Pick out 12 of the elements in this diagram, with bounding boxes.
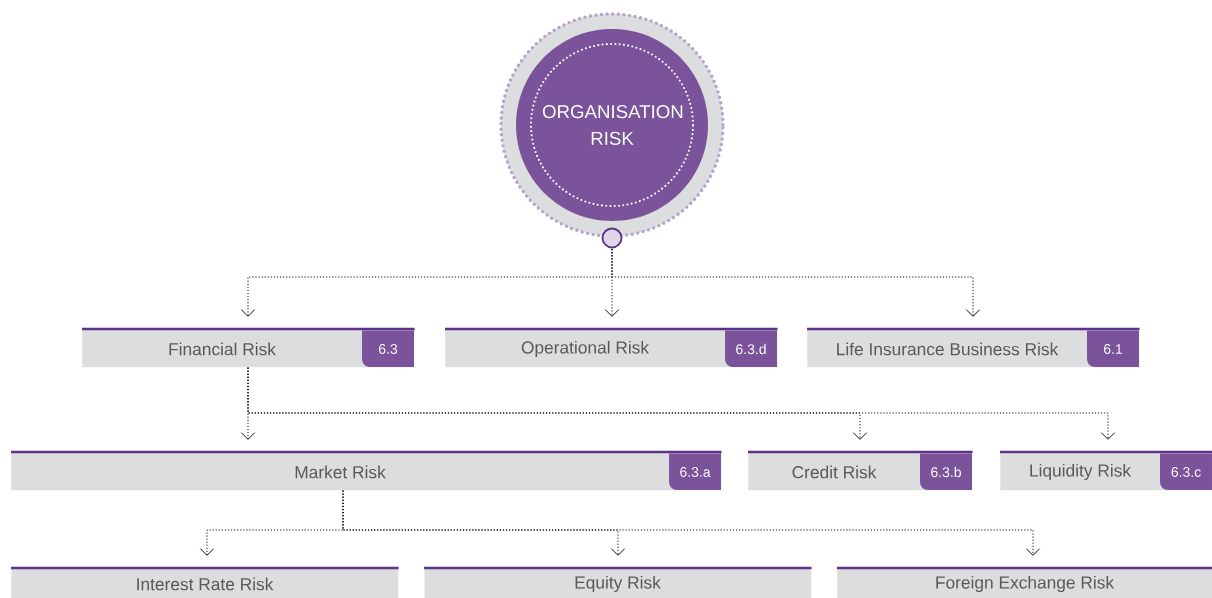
section-tag: 6.3	[362, 330, 414, 367]
arrow	[342, 490, 1041, 556]
section-tag: 6.3.c	[1160, 453, 1212, 490]
section-tag: 6.3.d	[725, 330, 777, 367]
section-tag: 6.1	[1087, 330, 1139, 367]
section-tag: 6.3.b	[920, 453, 972, 490]
section-tag: 6.3.a	[669, 453, 721, 490]
risk-box: Equity Risk	[424, 566, 812, 598]
arrow	[611, 248, 981, 317]
risk-box: Interest Rate Risk	[11, 566, 399, 598]
arrow	[247, 367, 1116, 440]
risk-box: Foreign Exchange Risk	[837, 566, 1212, 598]
